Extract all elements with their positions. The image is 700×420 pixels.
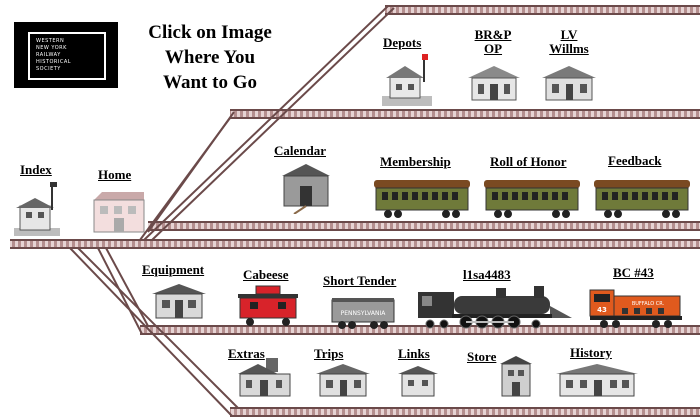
link-lv-willms-line: Willms [549, 41, 589, 56]
link-depots[interactable]: Depots [383, 35, 422, 50]
link-bc43[interactable]: BC #43 [613, 265, 654, 280]
logo-line: HISTORICAL [36, 59, 72, 65]
lv-station-icon[interactable] [540, 64, 598, 104]
page-heading: Click on Image Where You Want to Go [140, 20, 280, 95]
links-tower-icon[interactable] [396, 364, 440, 400]
logo-text: WESTERN NEW YORK RAILWAY HISTORICAL SOCI… [36, 38, 96, 73]
index-signal-tower-icon[interactable] [12, 180, 62, 238]
store-icon[interactable] [496, 354, 536, 400]
link-extras[interactable]: Extras [228, 346, 265, 361]
logo-line: SOCIETY [36, 66, 61, 72]
heading-line: Click on Image [148, 22, 272, 43]
feedback-coach-icon[interactable] [592, 176, 692, 222]
calendar-shed-icon[interactable] [276, 162, 336, 214]
link-cabeese[interactable]: Cabeese [243, 267, 289, 282]
tender-icon[interactable]: PENNSYLVANIA [330, 296, 396, 330]
steam-locomotive-icon[interactable] [416, 284, 576, 330]
diesel-number: 43 [597, 306, 607, 314]
membership-coach-icon[interactable] [372, 176, 472, 222]
heading-line: Where You [164, 47, 256, 68]
home-house-icon[interactable] [90, 190, 148, 238]
link-lv-willms[interactable]: LV Willms [544, 28, 594, 56]
caboose-icon[interactable] [236, 284, 300, 328]
logo-line: RAILWAY [36, 52, 61, 58]
brp-station-icon[interactable] [466, 64, 522, 104]
society-logo: WESTERN NEW YORK RAILWAY HISTORICAL SOCI… [14, 22, 118, 88]
tender-road-name: PENNSYLVANIA [341, 310, 387, 317]
roll-of-honor-coach-icon[interactable] [482, 176, 582, 222]
link-equipment[interactable]: Equipment [142, 262, 205, 277]
trips-station-icon[interactable] [314, 362, 372, 400]
link-links[interactable]: Links [398, 346, 430, 361]
link-feedback[interactable]: Feedback [608, 153, 662, 168]
link-store[interactable]: Store [467, 349, 497, 364]
link-brp-op-line: BR&P [474, 27, 512, 42]
link-l1sa4483[interactable]: l1sa4483 [463, 267, 511, 282]
link-lv-willms-line: LV [560, 27, 578, 42]
logo-line: WESTERN [36, 38, 65, 44]
diesel-road-name: BUFFALO CR. [632, 301, 665, 307]
link-brp-op[interactable]: BR&P OP [468, 28, 518, 56]
equipment-shop-icon[interactable] [150, 282, 208, 322]
link-roll-of-honor[interactable]: Roll of Honor [490, 154, 567, 169]
link-history[interactable]: History [570, 345, 612, 360]
diesel-locomotive-icon[interactable]: 43 BUFFALO CR. [588, 284, 684, 330]
logo-border [28, 32, 106, 80]
heading-line: Want to Go [163, 72, 257, 93]
track-lines [10, 5, 700, 417]
extras-station-icon[interactable] [236, 356, 294, 400]
link-index[interactable]: Index [20, 162, 52, 177]
depot-tower-icon[interactable] [378, 52, 436, 108]
link-trips[interactable]: Trips [314, 346, 344, 361]
history-station-icon[interactable] [554, 362, 640, 400]
link-calendar[interactable]: Calendar [274, 143, 326, 158]
link-brp-op-line: OP [483, 41, 503, 56]
link-membership[interactable]: Membership [380, 154, 451, 169]
link-short-tender[interactable]: Short Tender [323, 273, 397, 288]
link-home[interactable]: Home [98, 167, 132, 182]
logo-line: NEW YORK [36, 45, 67, 51]
